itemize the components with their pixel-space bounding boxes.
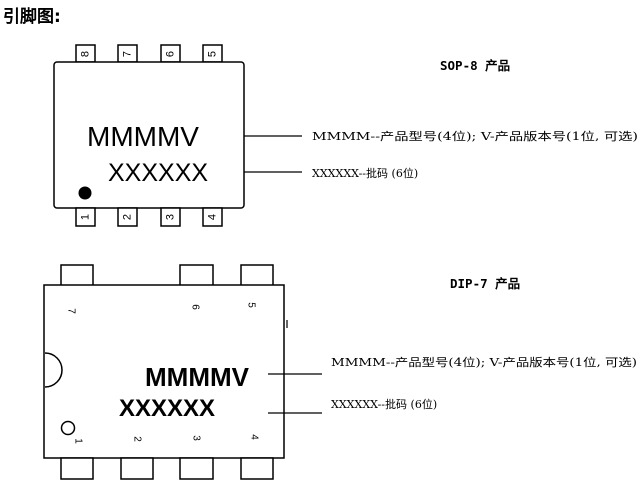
- sop8-desc-batch: XXXXXX--批码 (6位): [312, 166, 418, 180]
- dip7-heading: DIP-7 产品: [450, 276, 520, 291]
- sop8-mark-line1: MMMMV: [87, 121, 199, 152]
- dip7-pin-label-3: 3: [190, 435, 201, 441]
- dip7-bottom-lead-2: [120, 457, 154, 480]
- sop8-top-pin-5: 5: [202, 44, 223, 63]
- sop8-pin-label-3: 3: [164, 214, 176, 220]
- dip7-pin1-marker: [60, 420, 76, 436]
- sop8-bottom-pin-3: 3: [160, 207, 181, 227]
- sop8-pin-label-1: 1: [79, 214, 91, 220]
- sop8-bottom-pin-4: 4: [202, 207, 223, 227]
- sop8-desc-model: MMMM--产品型号(4位); V-产品版本号(1位, 可选): [312, 129, 638, 143]
- dip7-pin-label-4: 4: [248, 434, 259, 440]
- sop8-bottom-pin-1: 1: [75, 207, 96, 227]
- sop8-pin-label-8: 8: [79, 51, 91, 57]
- sop8-pin-label-7: 7: [121, 51, 133, 57]
- dip7-pin-label-2: 2: [131, 436, 142, 442]
- sop8-top-pin-6: 6: [160, 44, 181, 63]
- sop8-body: [53, 61, 245, 209]
- sop8-pin-label-5: 5: [206, 51, 218, 57]
- sop8-top-pin-7: 7: [117, 44, 138, 63]
- dip7-desc-model: MMMM--产品型号(4位); V-产品版本号(1位, 可选): [331, 355, 637, 369]
- dip7-mark-line1: MMMMV: [145, 362, 250, 392]
- dip7-pin-label-5: 5: [245, 302, 256, 308]
- sop8-package: 8 7 6 5 MMMMV XXXXXX 1 2 3: [53, 44, 245, 227]
- sop8-pin-label-2: 2: [121, 214, 133, 220]
- page-title: 引脚图:: [3, 6, 61, 27]
- dip7-bottom-lead-1: [60, 457, 94, 480]
- sop8-heading: SOP-8 产品: [440, 58, 510, 73]
- sop8-mark-line2: XXXXXX: [108, 159, 208, 187]
- dip7-top-lead-1: [60, 264, 94, 287]
- dip7-pin-label-6: 6: [189, 304, 200, 310]
- sop8-pin-label-6: 6: [164, 51, 176, 57]
- dip7-bottom-lead-4: [240, 457, 274, 480]
- dip7-body: [43, 284, 285, 459]
- dip7-bottom-lead-3: [179, 457, 214, 480]
- sop8-top-pin-8: 8: [75, 44, 96, 63]
- dip7-desc-batch: XXXXXX--批码 (6位): [331, 397, 437, 411]
- dip7-orientation-notch: [44, 352, 63, 388]
- dip7-pin-label-1: 1: [72, 438, 83, 444]
- sop8-pin-label-4: 4: [206, 214, 218, 220]
- dip7-mark-line2: XXXXXX: [119, 395, 215, 422]
- sop8-bottom-pin-2: 2: [117, 207, 138, 227]
- dip7-top-lead-3: [240, 264, 274, 287]
- dip7-package: 7 6 5 1 2 3 4 MMMMV XXXXXX: [43, 264, 288, 480]
- dip7-top-lead-2: [179, 264, 214, 287]
- sop8-pin1-dot: [78, 186, 92, 200]
- dip7-pin-label-7: 7: [65, 308, 76, 314]
